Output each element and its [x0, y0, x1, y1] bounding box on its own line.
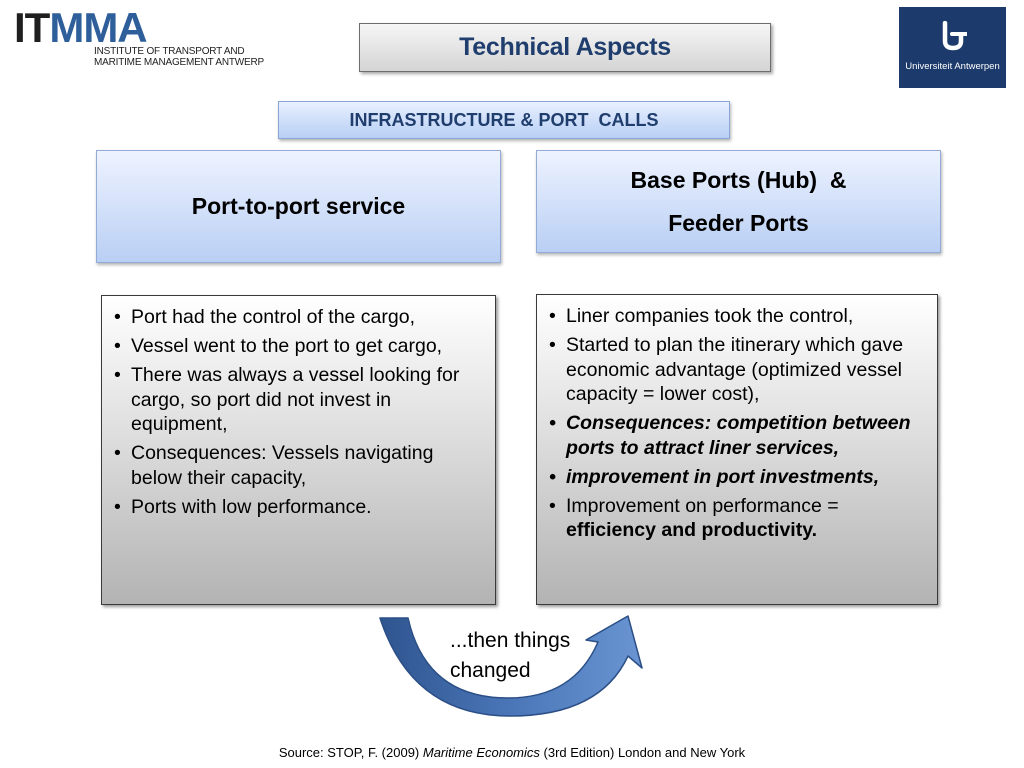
transition-line2: changed: [450, 659, 531, 682]
right-bullet-5-bold: efficiency and productivity.: [566, 519, 818, 541]
left-header: Port-to-port service: [191, 193, 406, 219]
right-bullet-5-prefix: Improvement on performance =: [566, 494, 839, 517]
left-bullet-list: Port had the control of the cargo, Vesse…: [114, 305, 481, 519]
right-bullet-1: Liner companies took the control,: [549, 304, 923, 329]
itmma-logo-subtitle-line1: INSTITUTE OF TRANSPORT AND: [94, 46, 245, 57]
itmma-logo-subtitle: INSTITUTE OF TRANSPORT AND MARITIME MANA…: [94, 46, 264, 68]
source-title: Maritime Economics: [422, 745, 540, 760]
right-bullet-2: Started to plan the itinerary which gave…: [549, 333, 923, 407]
itmma-logo-prefix: IT: [14, 4, 50, 51]
source-suffix: (3rd Edition) London and New York: [539, 745, 746, 760]
right-header-line2: Feeder Ports: [668, 209, 809, 236]
left-bullet-5: Ports with low performance.: [114, 495, 481, 520]
itmma-logo-subtitle-line2: MARITIME MANAGEMENT ANTWERP: [94, 57, 264, 68]
left-bullet-2: Vessel went to the port to get cargo,: [114, 334, 481, 359]
left-bullet-4: Consequences: Vessels navigating below t…: [114, 441, 481, 490]
itmma-logo: ITMMA INSTITUTE OF TRANSPORT AND MARITIM…: [14, 6, 284, 72]
right-bullet-5: Improvement on performance = efficiency …: [549, 494, 923, 543]
left-bullet-3: There was always a vessel looking for ca…: [114, 363, 481, 437]
left-content-box: Port had the control of the cargo, Vesse…: [101, 295, 496, 605]
curved-arrow-icon: [379, 615, 643, 717]
university-emblem-icon: [942, 21, 967, 51]
right-content-box: Liner companies took the control, Starte…: [536, 294, 938, 605]
left-header-box: Port-to-port service: [96, 150, 501, 263]
slide-subtitle: INFRASTRUCTURE & PORT CALLS: [349, 109, 659, 130]
university-logo: Universiteit Antwerpen: [899, 7, 1006, 88]
right-bullet-4: improvement in port investments,: [549, 465, 923, 490]
slide-title-box: Technical Aspects: [359, 23, 771, 72]
source-prefix: Source: STOP, F. (2009): [278, 745, 423, 760]
source-citation: Source: STOP, F. (2009) Maritime Economi…: [0, 745, 1024, 760]
right-bullet-list: Liner companies took the control, Starte…: [549, 304, 923, 543]
right-header-line1: Base Ports (Hub) &: [630, 166, 847, 193]
slide-subtitle-box: INFRASTRUCTURE & PORT CALLS: [278, 101, 730, 139]
left-bullet-1: Port had the control of the cargo,: [114, 305, 481, 330]
university-name: Universiteit Antwerpen: [905, 61, 1000, 72]
right-header-box: Base Ports (Hub) & Feeder Ports: [536, 150, 941, 253]
itmma-logo-suffix: MMA: [49, 4, 147, 51]
slide-title: Technical Aspects: [459, 33, 671, 61]
right-bullet-3: Consequences: competition between ports …: [549, 411, 923, 460]
itmma-logo-wordmark: ITMMA: [14, 4, 148, 51]
transition-line1: ...then things: [450, 629, 571, 652]
transition-text: ...then things changed: [450, 626, 570, 686]
